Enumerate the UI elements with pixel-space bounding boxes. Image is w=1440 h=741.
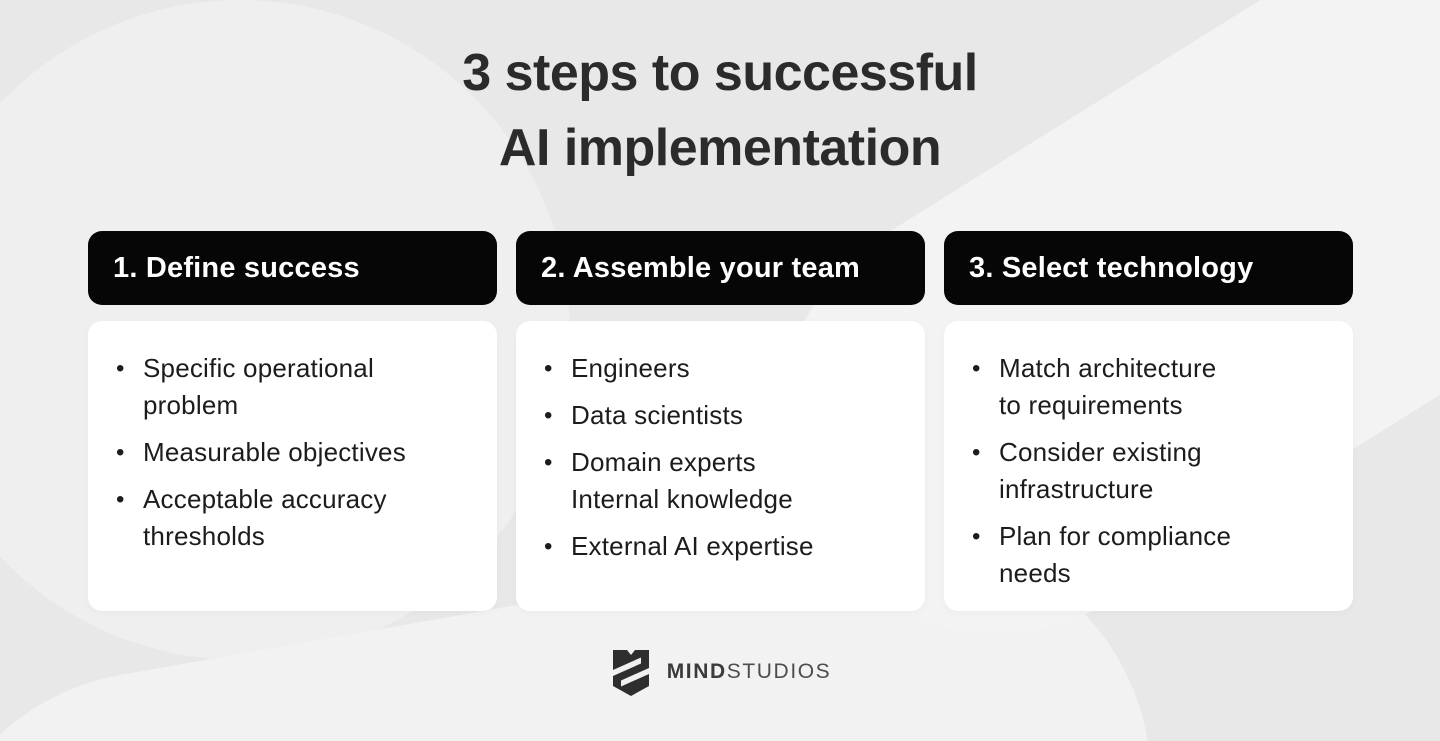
list-item: • Domain experts Internal knowledge xyxy=(544,444,907,518)
list-item: • Engineers xyxy=(544,350,907,387)
step-3-header-label: 3. Select technology xyxy=(969,251,1254,284)
step-2-card: • Engineers • Data scientists • xyxy=(516,321,925,611)
list-item: • Acceptable accuracy thresholds xyxy=(116,481,479,555)
list-item-line: Specific operational xyxy=(143,353,374,383)
list-item: • Plan for compliance needs xyxy=(972,518,1335,592)
step-1-list: • Specific operational problem • Measura… xyxy=(116,350,479,555)
list-item: • Specific operational problem xyxy=(116,350,479,424)
list-item-text: Match architecture to requirements xyxy=(999,350,1216,424)
list-item-line: Internal knowledge xyxy=(571,484,793,514)
list-item-line: Measurable objectives xyxy=(143,437,406,467)
step-2-header: 2. Assemble your team xyxy=(516,231,925,305)
mindstudios-wordmark: MINDSTUDIOS xyxy=(667,660,832,684)
list-item-line: Acceptable accuracy xyxy=(143,484,387,514)
list-item-text: Specific operational problem xyxy=(143,350,374,424)
list-item-text: Measurable objectives xyxy=(143,434,406,471)
page-title-line-2: AI implementation xyxy=(498,119,942,177)
list-item-line: problem xyxy=(143,390,239,420)
list-item-line: infrastructure xyxy=(999,474,1154,504)
step-3-header: 3. Select technology xyxy=(944,231,1353,305)
bullet-icon: • xyxy=(116,355,125,382)
step-column-define-success: 1. Define success • Specific operational… xyxy=(88,231,497,611)
page-title: 3 steps to successful AI implementation xyxy=(0,36,1440,186)
bullet-icon: • xyxy=(116,439,125,466)
list-item-text: External AI expertise xyxy=(571,528,814,565)
step-2-header-label: 2. Assemble your team xyxy=(541,251,861,284)
list-item-line: Plan for compliance xyxy=(999,521,1232,551)
step-1-header: 1. Define success xyxy=(88,231,497,305)
bullet-icon: • xyxy=(544,402,553,429)
wordmark-studios: STUDIOS xyxy=(726,660,832,683)
list-item: • Measurable objectives xyxy=(116,434,479,471)
mindstudios-shield-icon xyxy=(612,650,649,696)
list-item-line: Match architecture xyxy=(999,353,1217,383)
list-item: • Consider existing infrastructure xyxy=(972,434,1335,508)
list-item-text: Plan for compliance needs xyxy=(999,518,1231,592)
list-item-text: Consider existing infrastructure xyxy=(999,434,1202,508)
page-title-line-1: 3 steps to successful xyxy=(462,44,978,102)
bullet-icon: • xyxy=(972,523,981,550)
list-item-line: Data scientists xyxy=(571,400,744,430)
list-item: • Match architecture to requirements xyxy=(972,350,1335,424)
list-item-line: Consider existing xyxy=(999,437,1202,467)
step-1-header-label: 1. Define success xyxy=(113,251,360,284)
step-3-card: • Match architecture to requirements • C… xyxy=(944,321,1353,611)
list-item-line: External AI expertise xyxy=(571,531,814,561)
list-item-line: to requirements xyxy=(999,390,1183,420)
step-1-card: • Specific operational problem • Measura… xyxy=(88,321,497,611)
bullet-icon: • xyxy=(544,533,553,560)
bullet-icon: • xyxy=(972,355,981,382)
list-item: • Data scientists xyxy=(544,397,907,434)
list-item-line: Engineers xyxy=(571,353,690,383)
step-column-select-technology: 3. Select technology • Match architectur… xyxy=(944,231,1353,611)
list-item-line: needs xyxy=(999,558,1071,588)
bullet-icon: • xyxy=(544,449,553,476)
bullet-icon: • xyxy=(544,355,553,382)
list-item-text: Acceptable accuracy thresholds xyxy=(143,481,387,555)
step-2-list: • Engineers • Data scientists • xyxy=(544,350,907,565)
list-item: • External AI expertise xyxy=(544,528,907,565)
list-item-line: Domain experts xyxy=(571,447,756,477)
list-item-text: Engineers xyxy=(571,350,690,387)
wordmark-mind: MIND xyxy=(666,660,727,683)
bullet-icon: • xyxy=(972,439,981,466)
footer-logo: MINDSTUDIOS xyxy=(0,648,1440,696)
list-item-line: thresholds xyxy=(143,521,265,551)
bullet-icon: • xyxy=(116,486,125,513)
step-column-assemble-team: 2. Assemble your team • Engineers • Data… xyxy=(516,231,925,611)
list-item-text: Data scientists xyxy=(571,397,743,434)
list-item-text: Domain experts Internal knowledge xyxy=(571,444,793,518)
step-3-list: • Match architecture to requirements • C… xyxy=(972,350,1335,592)
